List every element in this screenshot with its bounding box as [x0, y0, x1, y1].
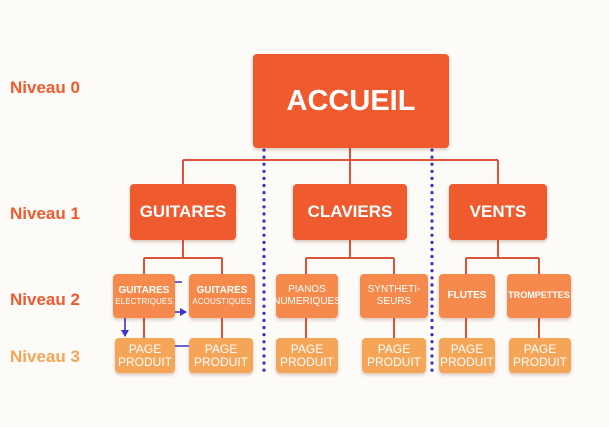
tree-connectors-level2 — [143, 240, 540, 274]
node-label-line2: ACOUSTIQUES — [192, 297, 252, 307]
node-vents: VENTS — [449, 184, 547, 240]
node-label-line1: PAGE — [523, 341, 557, 356]
node-label-line1: PIANOS — [288, 283, 326, 295]
node-label-line1: PAGE — [204, 341, 238, 356]
node-page-produit: PAGE PRODUIT — [362, 338, 426, 373]
node-pianos-numeriques: PIANOS NUMERIQUES — [273, 274, 341, 318]
node-guitares: GUITARES — [130, 184, 236, 240]
node-label-line1: PAGE — [450, 341, 484, 356]
node-label-line2: PRODUIT — [280, 354, 334, 369]
node-label-line1: FLUTES — [447, 289, 487, 301]
node-label-line1: SYNTHETI- — [367, 283, 421, 295]
node-label-line2: NUMERIQUES — [273, 296, 341, 307]
node-label-line2: PRODUIT — [194, 354, 248, 369]
node-label-line2: PRODUIT — [513, 354, 567, 369]
node-label-line1: PAGE — [128, 341, 162, 356]
level-3-label: Niveau 3 — [10, 347, 80, 366]
node-label-line1: TROMPETTES — [508, 290, 570, 301]
tree-connectors-level1 — [182, 148, 499, 184]
node-label-line1: PAGE — [377, 341, 411, 356]
node-page-produit: PAGE PRODUIT — [509, 338, 571, 373]
node-claviers: CLAVIERS — [293, 184, 407, 240]
node-page-produit: PAGE PRODUIT — [189, 338, 253, 373]
node-page-produit: PAGE PRODUIT — [439, 338, 495, 373]
node-guitares-electriques: GUITARES ELECTRIQUES — [113, 274, 175, 318]
node-label-line1: GUITARES — [196, 284, 248, 296]
node-label-line2: PRODUIT — [440, 354, 494, 369]
node-label-line2: SEURS — [376, 296, 412, 307]
node-guitares-acoustiques: GUITARES ACOUSTIQUES — [189, 274, 255, 318]
node-page-produit: PAGE PRODUIT — [276, 338, 338, 373]
node-synthetiseurs: SYNTHETI- SEURS — [360, 274, 428, 318]
level-2-label: Niveau 2 — [10, 290, 80, 309]
node-trompettes: TROMPETTES — [507, 274, 571, 318]
silo-dividers — [262, 148, 434, 374]
node-flutes: FLUTES — [439, 274, 495, 318]
node-accueil: ACCUEIL — [253, 54, 449, 148]
node-label-line2: PRODUIT — [118, 354, 172, 369]
node-label-line2: PRODUIT — [367, 354, 421, 369]
node-label-line1: PAGE — [290, 341, 324, 356]
level-0-label: Niveau 0 — [10, 78, 80, 97]
node-label-line1: GUITARES — [118, 284, 170, 296]
tree-connectors-level3 — [143, 318, 540, 338]
level-1-label: Niveau 1 — [10, 204, 80, 223]
node-label-line2: ELECTRIQUES — [115, 297, 173, 307]
node-page-produit: PAGE PRODUIT — [115, 338, 175, 373]
